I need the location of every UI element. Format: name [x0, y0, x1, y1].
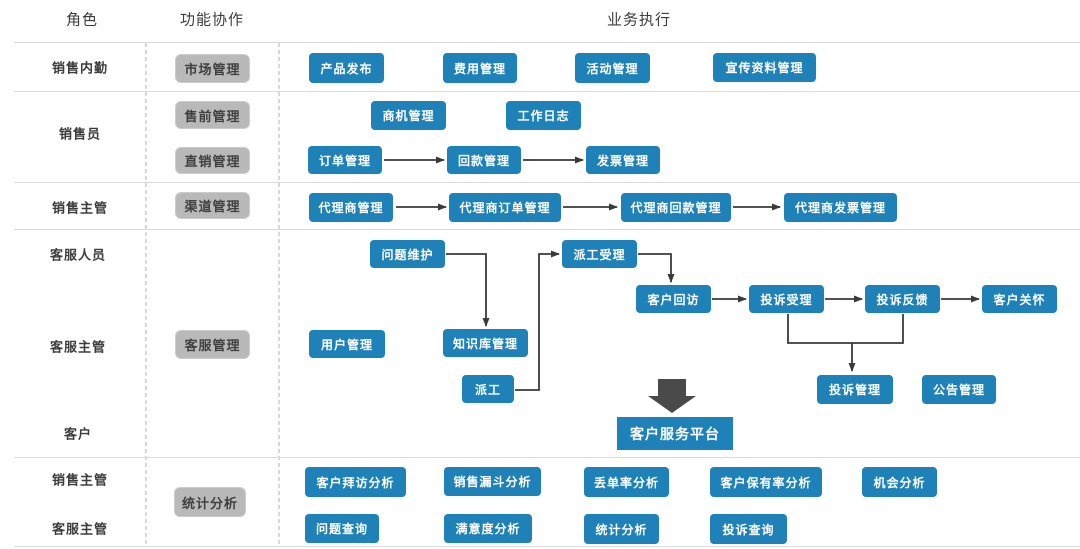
big-down-arrow-icon [648, 379, 696, 413]
function-group-node: 售前管理 [175, 101, 250, 129]
function-group-node: 市场管理 [175, 54, 250, 83]
task-node: 问题维护 [370, 240, 445, 268]
task-node: 投诉管理 [817, 375, 893, 404]
task-node: 投诉查询 [710, 514, 787, 544]
flow-arrow [638, 253, 675, 283]
task-node: 回款管理 [447, 146, 521, 174]
section-separator [14, 182, 1080, 183]
role-label: 销售员 [58, 126, 102, 142]
column-header: 功能协作 [179, 11, 245, 29]
flow-arrow [515, 250, 560, 391]
function-group-node: 统计分析 [174, 487, 246, 517]
task-node: 统计分析 [584, 514, 659, 544]
role-label: 客服主管 [51, 521, 109, 537]
task-node: 产品发布 [309, 53, 384, 83]
function-group-node: 直销管理 [175, 147, 250, 174]
task-node: 订单管理 [308, 146, 382, 174]
section-separator [14, 546, 1080, 547]
role-label: 销售主管 [51, 200, 109, 216]
role-label: 客户 [63, 426, 93, 442]
task-node: 发票管理 [586, 146, 660, 174]
merge-connector [787, 314, 904, 344]
task-node: 宣传资料管理 [713, 53, 816, 82]
task-node: 丢单率分析 [584, 467, 669, 497]
task-node: 机会分析 [862, 467, 937, 497]
column-header: 业务执行 [606, 11, 672, 29]
task-node: 客户回访 [636, 285, 711, 313]
task-node: 销售漏斗分析 [444, 467, 541, 496]
task-node: 投诉受理 [749, 285, 824, 313]
task-node: 客户服务平台 [617, 417, 733, 450]
task-node: 问题查询 [305, 514, 379, 543]
section-separator [14, 42, 1080, 43]
role-label: 销售主管 [51, 472, 109, 488]
task-node: 客户保有率分析 [710, 467, 822, 497]
task-node: 活动管理 [575, 53, 650, 83]
task-node: 派工 [462, 375, 514, 403]
task-node: 工作日志 [506, 101, 581, 130]
column-header: 角色 [65, 11, 99, 29]
task-node: 费用管理 [443, 53, 517, 83]
task-node: 代理商回款管理 [621, 193, 731, 222]
task-node: 满意度分析 [444, 514, 532, 543]
task-node: 投诉反馈 [865, 285, 940, 313]
task-node: 派工受理 [562, 240, 637, 268]
task-node: 用户管理 [309, 330, 385, 358]
task-node: 代理商管理 [309, 193, 393, 222]
task-node: 商机管理 [371, 101, 446, 130]
flow-arrow [446, 253, 490, 327]
section-separator [14, 229, 1080, 230]
task-node: 客户关怀 [982, 285, 1057, 313]
role-label: 客服主管 [49, 339, 107, 355]
task-node: 公告管理 [922, 375, 996, 404]
function-group-node: 客服管理 [175, 330, 250, 359]
section-separator [14, 91, 1080, 92]
role-label: 客服人员 [49, 247, 107, 263]
role-label: 销售内勤 [51, 60, 109, 76]
section-separator [14, 457, 1080, 458]
task-node: 客户拜访分析 [305, 467, 406, 497]
task-node: 知识库管理 [443, 329, 528, 357]
task-node: 代理商发票管理 [784, 193, 897, 222]
function-group-node: 渠道管理 [175, 192, 250, 219]
task-node: 代理商订单管理 [449, 193, 561, 222]
